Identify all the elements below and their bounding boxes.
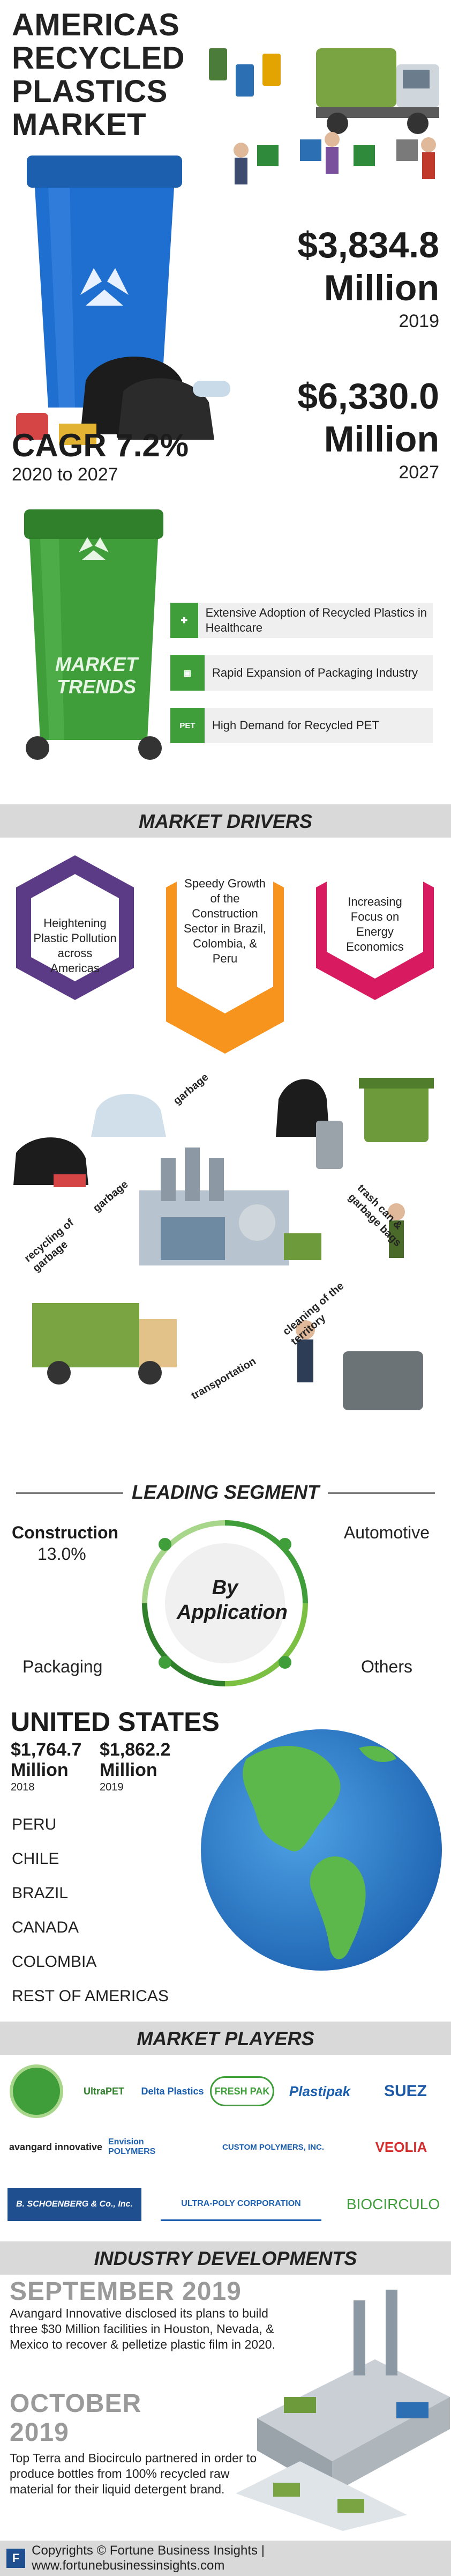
players-band <box>0 2022 451 2055</box>
player-logo-veolia: VEOLIA <box>375 2138 427 2155</box>
player-logo-fresh-pak: FRESH PAK <box>210 2076 274 2106</box>
market-value-2027: $6,330.0 <box>297 376 439 417</box>
segment-construction-share: 13.0% <box>37 1544 86 1564</box>
dev-date-september-2019: SEPTEMBER 2019 <box>10 2277 242 2306</box>
trend-text: Rapid Expansion of Packaging Industry <box>212 666 418 679</box>
medical-bag-icon: ✚ <box>181 616 188 625</box>
drivers-band <box>0 804 451 838</box>
country-brazil: BRAZIL <box>12 1884 69 1902</box>
market-drivers-title: MARKET DRIVERS <box>138 810 313 832</box>
cagr-value: CAGR 7.2% <box>12 427 189 463</box>
segment-divider-right <box>328 1492 435 1494</box>
us-value-2019: $1,862.2 <box>100 1739 171 1760</box>
footer-copyright[interactable]: Copyrights © Fortune Business Insights |… <box>32 2543 265 2573</box>
country-canada: CANADA <box>12 1919 79 1936</box>
country-colombia: COLOMBIA <box>12 1953 97 1971</box>
trend-badge: ✚ <box>170 603 198 638</box>
country-chile: CHILE <box>12 1850 59 1868</box>
segment-automotive: Automotive <box>343 1523 430 1542</box>
segment-center-label: By Application <box>177 1576 288 1624</box>
us-title: UNITED STATES <box>11 1707 220 1737</box>
dev-text-september-2019: Avangard Innovative disclosed its plans … <box>10 2306 275 2351</box>
recycling-cycle-illustration <box>13 1078 434 1410</box>
developments-band <box>0 2241 451 2275</box>
player-logo-schoenberg: B. SCHOENBERG & Co., Inc. <box>7 2188 141 2221</box>
market-year-2019: 2019 <box>399 311 439 331</box>
leading-segment-title: LEADING SEGMENT <box>131 1481 319 1503</box>
trend-badge: PET <box>170 708 205 743</box>
drivers-hexagons <box>16 847 434 1054</box>
trend-text: Extensive Adoption of Recycled Plastics … <box>205 606 427 634</box>
fortune-logo-icon: F <box>6 2549 26 2568</box>
us-value-2018-unit: Million <box>11 1760 69 1780</box>
player-logo-envision: Envision POLYMERS <box>108 2137 156 2156</box>
driver-text-construction: Speedy Growth of the Construction Sector… <box>183 877 267 965</box>
us-year-2018: 2018 <box>11 1781 35 1793</box>
recycling-facility-illustration <box>236 2290 450 2531</box>
green-recycling-bin-illustration <box>24 509 163 760</box>
trend-item-healthcare: ✚ Extensive Adoption of Recycled Plastic… <box>170 603 433 638</box>
dev-text-october-2019: Top Terra and Biocirculo partnered in or… <box>10 2451 257 2496</box>
segment-others: Others <box>360 1657 412 1676</box>
trend-item-packaging: ▣ Rapid Expansion of Packaging Industry <box>170 655 433 691</box>
country-rest-of-americas: REST OF AMERICAS <box>12 1987 169 2005</box>
market-year-2027: 2027 <box>399 462 439 483</box>
country-peru: PERU <box>12 1816 57 1833</box>
segment-construction: Construction <box>12 1523 119 1542</box>
globe-illustration <box>201 1729 442 1971</box>
player-logo-ultrapet: UltraPET <box>83 2085 125 2097</box>
us-value-2019-unit: Million <box>100 1760 157 1780</box>
trend-badge: ▣ <box>170 655 205 691</box>
us-value-2018: $1,764.7 <box>11 1739 82 1760</box>
driver-text-pollution: Heightening Plastic Pollution across Ame… <box>33 916 117 975</box>
dev-date-october-2019: OCTOBER 2019 <box>10 2389 142 2447</box>
player-logo-ultra-poly: ULTRA-POLY CORPORATION <box>161 2188 321 2221</box>
logo-emblem <box>10 2064 63 2118</box>
market-value-2019: $3,834.8 <box>297 225 439 265</box>
market-value-2027-unit: Million <box>324 419 439 460</box>
us-year-2019: 2019 <box>100 1781 124 1793</box>
market-value-2019-unit: Million <box>324 268 439 308</box>
player-logo-custom-polymers: CUSTOM POLYMERS, INC. <box>222 2142 325 2152</box>
driver-text-energy: Increasing Focus on Energy Economics <box>346 895 404 953</box>
trend-item-pet: PET High Demand for Recycled PET <box>170 708 433 743</box>
package-icon: ▣ <box>183 669 192 678</box>
pet-recycle-icon: PET <box>179 721 196 730</box>
page-title: AMERICAS RECYCLED PLASTICS MARKET <box>12 8 185 142</box>
segment-ring <box>142 1520 308 1686</box>
recycling-truck-illustration <box>209 48 439 184</box>
player-logo-suez: SUEZ <box>384 2082 427 2100</box>
industry-developments-title: INDUSTRY DEVELOPMENTS <box>94 2247 357 2269</box>
trend-text: High Demand for Recycled PET <box>212 719 379 732</box>
player-logo-biocirculo: BIOCIRCULO <box>346 2196 440 2212</box>
market-players-title: MARKET PLAYERS <box>137 2027 314 2049</box>
market-trends-label: MARKET TRENDS <box>55 653 138 698</box>
segment-packaging: Packaging <box>22 1657 103 1676</box>
segment-divider-left <box>16 1492 123 1494</box>
blue-recycling-bin-illustration <box>16 156 230 445</box>
footer: F Copyrights © Fortune Business Insights… <box>0 2541 451 2576</box>
player-logo-plastipak: Plastipak <box>289 2083 351 2099</box>
player-logo-avangard: avangard innovative <box>9 2141 103 2152</box>
cagr-period: 2020 to 2027 <box>12 464 118 485</box>
player-logo-delta-plastics: Delta Plastics <box>141 2085 204 2097</box>
